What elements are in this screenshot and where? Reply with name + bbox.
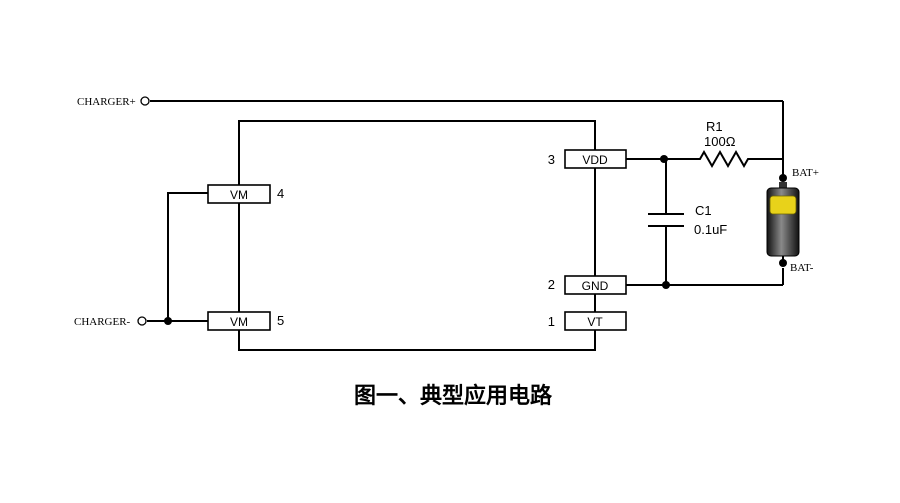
pin-gnd [564,275,627,295]
pin-vm-5 [207,311,271,331]
pin-vdd-label: VDD [582,153,608,167]
bat-plus-label: BAT+ [792,167,819,179]
pin-vm-4-number: 4 [277,186,284,201]
charger-plus-terminal [140,96,150,106]
ic-body [238,120,596,351]
pin-vm-5-number: 5 [277,313,284,328]
pin-vdd-number: 3 [548,152,555,167]
pin-vt-label: VT [587,315,603,329]
battery-icon [766,174,800,267]
pin-vt-number: 1 [548,314,555,329]
pin-vm-5-label: VM [230,315,248,329]
resistor-value: 100Ω [704,134,736,149]
bat-minus-label: BAT- [790,262,814,274]
junction-dot [662,281,670,289]
charger-minus-label: CHARGER- [74,316,131,328]
charger-minus-terminal [137,316,147,326]
pin-vdd [564,149,627,169]
resistor-ref: R1 [706,119,723,134]
capacitor-ref: C1 [695,203,712,218]
pin-gnd-number: 2 [548,277,555,292]
pin-vm-4-label: VM [230,188,248,202]
resistor-r1 [672,149,783,169]
pin-gnd-label: GND [582,279,609,293]
charger-plus-label: CHARGER+ [77,96,136,108]
capacitor-value: 0.1uF [694,222,727,237]
pin-vt [564,311,627,331]
junction-dot [164,317,172,325]
junction-dot [660,155,668,163]
vm-link-wire [167,192,208,321]
pin-vm-4 [207,184,271,204]
diagram-caption: 图一、典型应用电路 [354,383,553,409]
